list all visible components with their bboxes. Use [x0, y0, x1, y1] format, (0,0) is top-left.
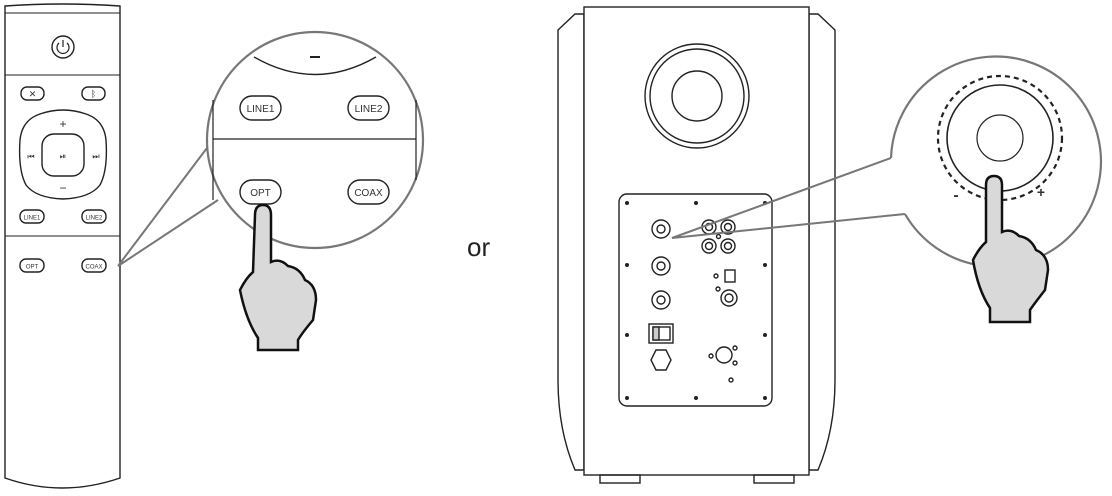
coax-button[interactable] [81, 258, 107, 273]
line1-button[interactable] [19, 209, 45, 224]
vol-down-label: − [59, 181, 66, 195]
prev-icon: ⏮ [27, 152, 34, 161]
svg-text:COAX: COAX [354, 188, 383, 199]
power-button[interactable] [51, 35, 75, 59]
svg-text:OPT: OPT [26, 265, 39, 271]
opt-button[interactable] [19, 258, 45, 273]
callout-coax-button[interactable] [347, 179, 390, 205]
rca-jack[interactable] [651, 256, 671, 276]
svg-text:LINE1: LINE1 [247, 104, 275, 115]
knob-minus-label: - [953, 187, 958, 204]
woofer [644, 43, 750, 149]
next-icon: ⏭ [92, 152, 99, 161]
pointing-hand-icon [971, 174, 1050, 324]
speaker-rear [557, 6, 836, 484]
svg-text:LINE2: LINE2 [86, 216, 103, 222]
knob-plus-label: + [1037, 184, 1045, 200]
line2-button[interactable] [81, 209, 107, 224]
svg-text:ᛒ: ᛒ [91, 89, 96, 99]
coax-port[interactable] [720, 289, 738, 307]
pointing-hand-icon [238, 203, 318, 352]
vol-up-label: + [59, 117, 66, 131]
power-switch[interactable] [648, 323, 674, 344]
rca-jack[interactable] [651, 219, 671, 239]
dpad[interactable] [18, 109, 108, 200]
knob-callout: - + [671, 55, 1102, 324]
rear-panel [618, 193, 773, 407]
callout-line1-button[interactable] [239, 95, 282, 121]
separator-or-text: or [467, 232, 491, 262]
svg-text:✕: ✕ [29, 89, 37, 99]
callout-line2-button[interactable] [347, 95, 390, 121]
play-pause-button[interactable] [41, 133, 85, 177]
play-pause-icon: ⏯ [60, 152, 66, 161]
rca-jack[interactable] [651, 290, 671, 310]
remote-callout: LINE1 LINE2 OPT COAX [117, 30, 425, 352]
din-port[interactable] [715, 346, 733, 364]
svg-text:LINE2: LINE2 [355, 104, 383, 115]
svg-text:COAX: COAX [85, 265, 102, 271]
svg-text:LINE1: LINE1 [24, 216, 41, 222]
volume-knob[interactable] [946, 84, 1054, 192]
svg-text:OPT: OPT [250, 188, 271, 199]
remote-control: ✕ ᛒ + − ⏮ ⏯ ⏭ LINE1 LINE2 OPT COAX [4, 3, 121, 489]
optical-port[interactable] [724, 269, 736, 283]
mute-button[interactable] [20, 86, 45, 101]
bluetooth-button[interactable] [81, 86, 106, 101]
